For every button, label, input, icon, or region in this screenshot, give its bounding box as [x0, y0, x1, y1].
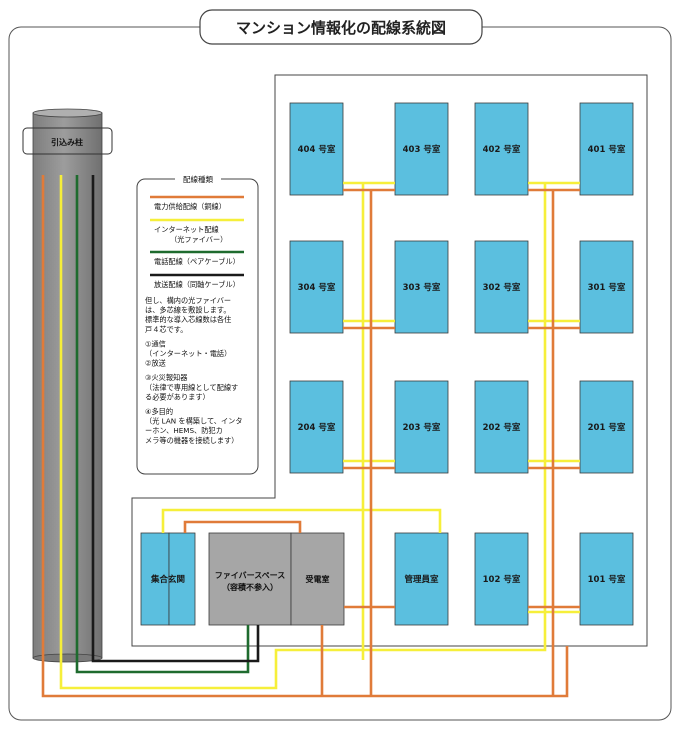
- room-203: [394, 380, 449, 474]
- room-401-label: 401 号室: [588, 144, 626, 155]
- legend-phone-label: 電話配線（ペアケーブル）: [154, 257, 240, 266]
- title-box: [199, 9, 483, 45]
- legend: 配線種類 電力供給配線（銅線） インターネット配線 （光ファイバー） 電話配線（…: [136, 173, 259, 475]
- room-204: [289, 380, 344, 474]
- room-manager: [394, 532, 449, 626]
- legend-internet-label-2: （光ファイバー）: [170, 235, 227, 244]
- room-301: [579, 240, 634, 334]
- room-201-label: 201 号室: [588, 422, 626, 433]
- entrance-left: [140, 532, 170, 626]
- legend-broadcast-label: 放送配線（同軸ケーブル）: [154, 280, 240, 289]
- room-403-label: 403 号室: [403, 144, 441, 155]
- room-403: [394, 102, 449, 196]
- room-102: [474, 532, 529, 626]
- legend-power-label: 電力供給配線（銅線）: [154, 202, 226, 211]
- legend-heading: 配線種類: [183, 174, 213, 184]
- room-201: [579, 380, 634, 474]
- room-101: [579, 532, 634, 626]
- room-202: [474, 380, 529, 474]
- legend-note-line: ーホン、HEMS、防犯カ: [145, 426, 223, 435]
- room-102-label: 102 号室: [483, 574, 521, 585]
- diagram-title: マンション情報化の配線系統図: [236, 19, 446, 37]
- room-302-label: 302 号室: [483, 282, 521, 293]
- fiber-space-label-2: （容積不参入）: [222, 582, 278, 592]
- room-404: [289, 102, 344, 196]
- fiber-space: [208, 532, 292, 626]
- room-304-label: 304 号室: [298, 282, 336, 293]
- room-402-label: 402 号室: [483, 144, 521, 155]
- power-room-label: 受電室: [306, 574, 330, 584]
- room-304: [289, 240, 344, 334]
- room-202-label: 202 号室: [483, 422, 521, 433]
- legend-note-line: 標準的な導入芯線数は各住: [145, 315, 231, 324]
- room-labels: 404 号室 403 号室 402 号室 401 号室 304 号室 303 号…: [150, 144, 626, 592]
- pole-label: 引込み柱: [51, 137, 83, 147]
- legend-note-line: （インターネット・電話）: [145, 349, 231, 358]
- room-301-label: 301 号室: [588, 282, 626, 293]
- room-302: [474, 240, 529, 334]
- legend-note-line: ④多目的: [145, 407, 173, 416]
- legend-note-line: （法律で専用線として配線す: [145, 383, 238, 392]
- wires: [41, 175, 580, 698]
- room-404-label: 404 号室: [298, 144, 336, 155]
- room-204-label: 204 号室: [298, 422, 336, 433]
- legend-note-line: 但し、構内の光ファイバー: [145, 296, 231, 305]
- room-manager-label: 管理員室: [404, 574, 439, 585]
- fiber-space-label-1: ファイバースペース: [215, 571, 285, 580]
- legend-note-line: は、多芯線を敷設します。: [145, 306, 231, 315]
- room-402: [474, 102, 529, 196]
- entrance-right: [168, 532, 196, 626]
- room-grid: [289, 102, 634, 626]
- entrance-label: 集合玄関: [150, 574, 185, 585]
- room-101-label: 101 号室: [588, 574, 626, 585]
- legend-notes: 但し、構内の光ファイバーは、多芯線を敷設します。標準的な導入芯線数は各住戸４芯で…: [145, 296, 243, 445]
- legend-note-line: る必要があります）: [145, 392, 210, 401]
- room-203-label: 203 号室: [403, 422, 441, 433]
- legend-internet-label-1: インターネット配線: [154, 225, 219, 234]
- power-room: [290, 532, 345, 626]
- legend-note-line: ②放送: [145, 359, 166, 368]
- legend-note-line: 戸４芯です。: [145, 325, 187, 334]
- legend-note-line: （光 LAN を構築して、インタ: [145, 417, 243, 426]
- legend-note-line: メラ等の機器を接続します）: [145, 436, 238, 445]
- room-303: [394, 240, 449, 334]
- legend-note-line: ③火災報知器: [145, 373, 187, 382]
- lead-in-pole: [22, 108, 113, 663]
- room-401: [579, 102, 634, 196]
- building-outline: [131, 74, 648, 647]
- legend-note-line: ①通信: [145, 339, 166, 348]
- room-303-label: 303 号室: [403, 282, 441, 293]
